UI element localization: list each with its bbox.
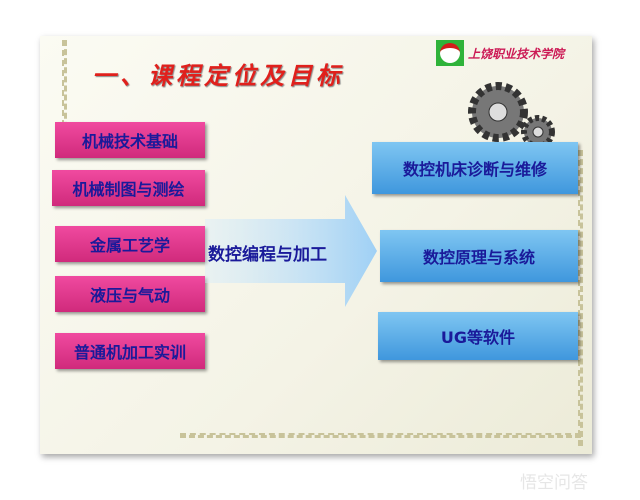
- course-box: 机械制图与测绘: [52, 170, 205, 206]
- vine-decoration: [180, 433, 581, 438]
- goal-box: 数控机床诊断与维修: [372, 142, 578, 194]
- course-box: 金属工艺学: [55, 226, 205, 262]
- vine-decoration: [578, 150, 583, 446]
- school-name: 上饶职业技术学院: [468, 46, 565, 61]
- arrow-shape: [205, 195, 377, 307]
- goal-box: UG等软件: [378, 312, 578, 360]
- school-emblem-icon: [436, 40, 464, 66]
- center-course: 数控编程与加工: [208, 245, 327, 265]
- watermark: 悟空问答: [520, 473, 588, 493]
- school-logo: 上饶职业技术学院: [436, 40, 564, 66]
- slide-title: 一、课程定位及目标: [92, 62, 344, 90]
- gears-icon: [468, 82, 555, 149]
- course-box: 机械技术基础: [55, 122, 205, 158]
- course-box: 普通机加工实训: [55, 333, 205, 369]
- course-box: 液压与气动: [55, 276, 205, 312]
- goal-box: 数控原理与系统: [380, 230, 578, 282]
